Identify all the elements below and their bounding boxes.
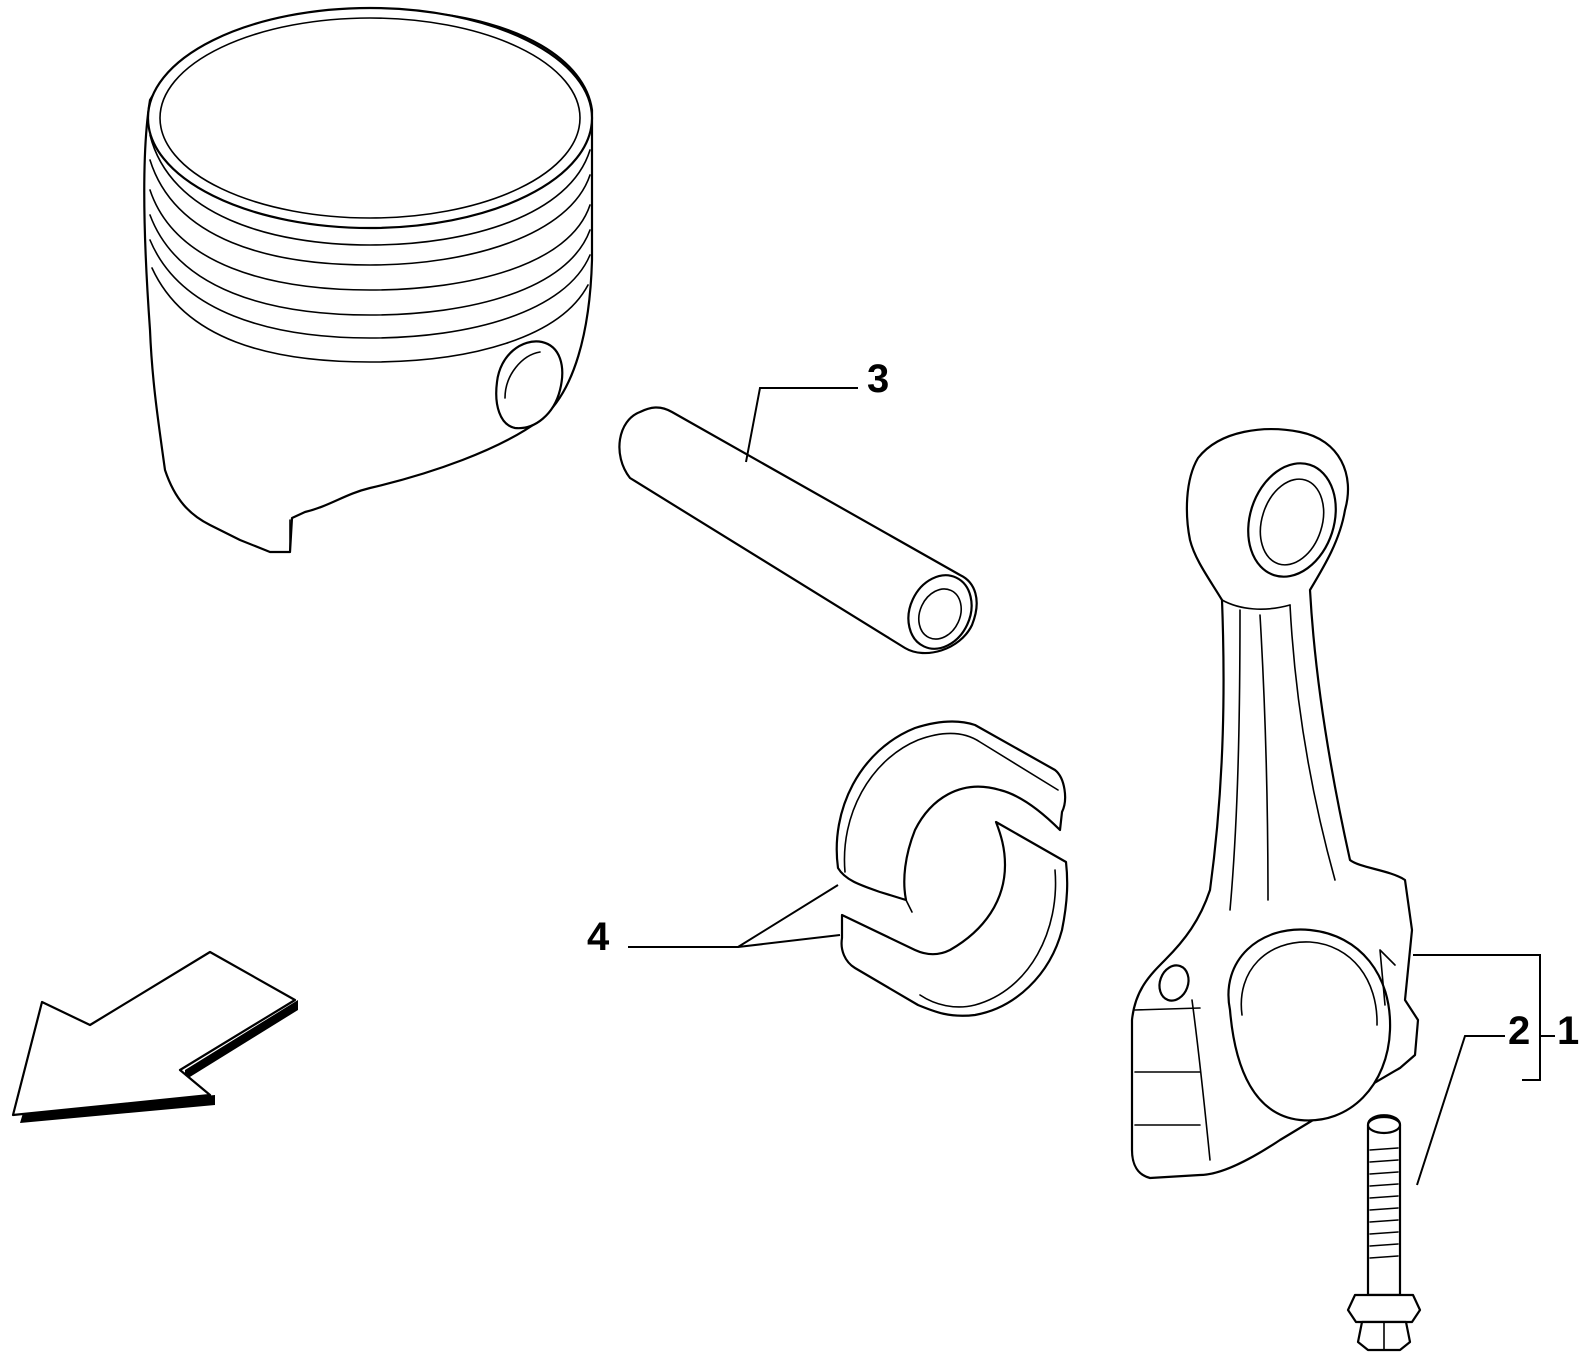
callout-1: 1 [1557, 1009, 1579, 1053]
leader-line-2 [1416, 1035, 1505, 1186]
connecting-rod-bolt [1346, 1114, 1422, 1352]
leader-line-4a [628, 884, 839, 948]
piston [143, 6, 594, 554]
callout-3: 3 [867, 357, 889, 401]
connecting-rod [1130, 428, 1420, 1180]
leader-bracket-1 [1413, 954, 1541, 1081]
big-end-bearing-shells [835, 720, 1069, 1017]
leader-lines [628, 387, 1555, 1186]
piston-pin [618, 406, 978, 655]
callout-4: 4 [587, 915, 610, 959]
front-direction-arrow-icon [11, 950, 298, 1123]
leader-line-3 [745, 387, 858, 463]
leader-line-4b [737, 934, 841, 948]
callout-2: 2 [1508, 1009, 1530, 1053]
